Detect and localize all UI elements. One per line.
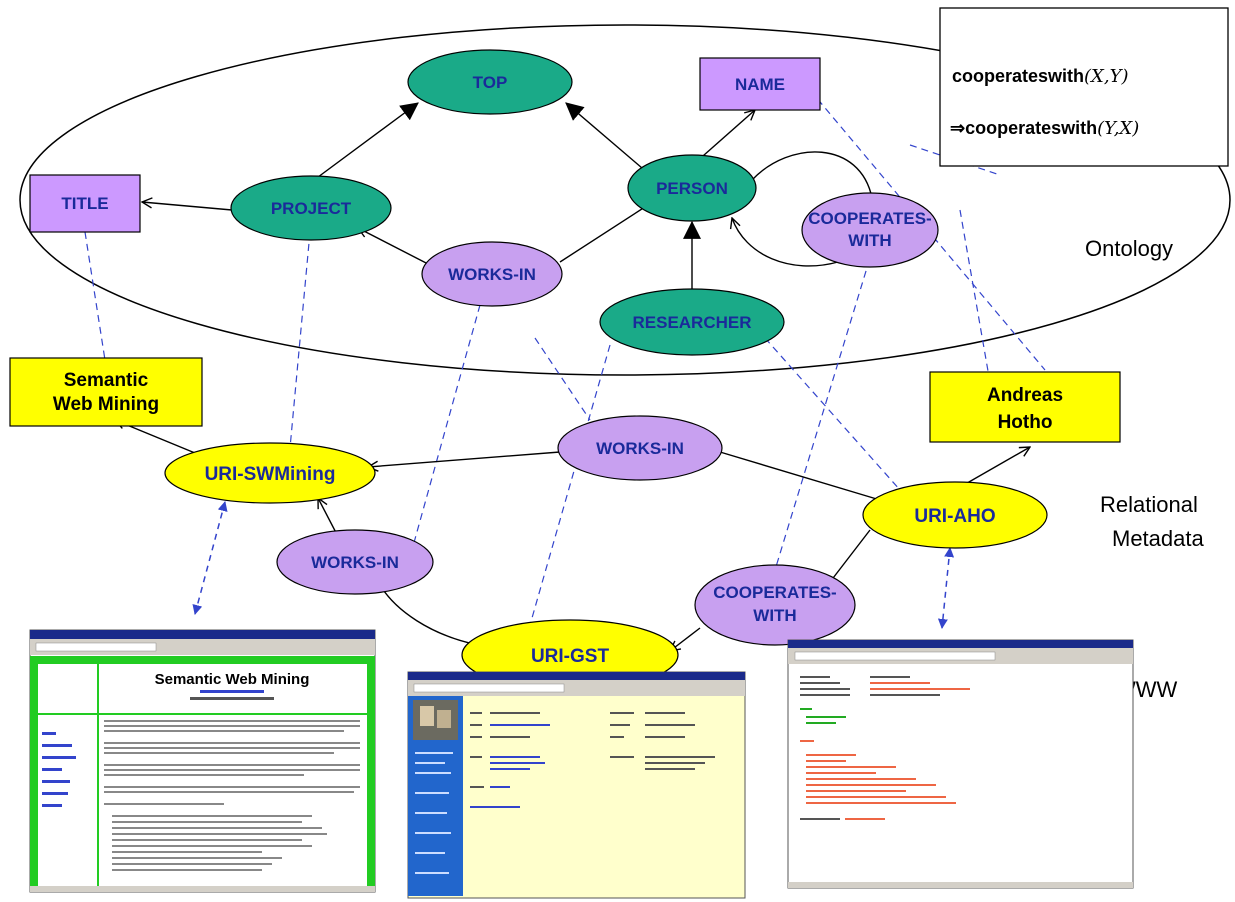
svg-text:WITH: WITH	[753, 606, 796, 625]
ontology-edges	[142, 102, 873, 298]
label-metadata: Metadata	[1112, 526, 1204, 551]
rule-line1-predicate: cooperateswith	[952, 66, 1084, 86]
edge-urigst-worksin2	[379, 584, 479, 646]
www-links	[192, 501, 955, 629]
node-name: NAME	[699, 57, 821, 111]
svg-text:PROJECT: PROJECT	[271, 199, 352, 218]
svg-text:NAME: NAME	[735, 75, 785, 94]
edge-cooperates-loop-out	[751, 151, 873, 199]
svg-text:TOP: TOP	[473, 73, 508, 92]
rule-box: cooperateswith(X,Y) ⇒cooperateswith(Y,X)	[939, 7, 1229, 167]
label-ontology: Ontology	[1085, 236, 1173, 261]
webpage-semantic-web-mining: Semantic Web Mining	[29, 629, 376, 893]
edge-person-top	[565, 102, 643, 169]
svg-text:⇒cooperateswith(Y,X): ⇒cooperateswith(Y,X)	[950, 118, 1139, 139]
edge-worksin1-uriswm	[368, 451, 561, 467]
edge-worksin-person	[559, 204, 649, 263]
svg-text:Semantic: Semantic	[64, 370, 149, 391]
svg-text:COOPERATES-: COOPERATES-	[713, 583, 836, 602]
svg-text:WITH: WITH	[848, 231, 891, 250]
svg-text:URI-GST: URI-GST	[531, 646, 610, 667]
edge-worksin-project	[358, 228, 431, 266]
webpage-swm-title: Semantic Web Mining	[155, 671, 310, 688]
svg-text:URI-SWMining: URI-SWMining	[205, 464, 336, 485]
node-cooperates-with-ontology: COOPERATES- WITH	[801, 192, 939, 268]
edge-cooperates-loop-in	[732, 218, 839, 267]
svg-text:PERSON: PERSON	[656, 179, 728, 198]
node-works-in-ontology: WORKS-IN	[421, 241, 563, 307]
svg-text:Hotho: Hotho	[998, 412, 1053, 433]
svg-text:WORKS-IN: WORKS-IN	[311, 553, 399, 572]
webpage-person-gst	[407, 671, 746, 899]
edge-person-name	[694, 110, 755, 164]
edge-uriaho-cooperates	[829, 529, 871, 583]
svg-text:WORKS-IN: WORKS-IN	[448, 265, 536, 284]
edge-project-title	[142, 202, 233, 211]
node-works-in-metadata-bottom: WORKS-IN	[276, 529, 434, 595]
rule-line1-args: (X,Y)	[1084, 66, 1128, 87]
literal-semantic-web-mining: Semantic Web Mining	[9, 357, 203, 427]
svg-text:WORKS-IN: WORKS-IN	[596, 439, 684, 458]
node-works-in-metadata-top: WORKS-IN	[557, 415, 723, 481]
svg-text:TITLE: TITLE	[61, 194, 108, 213]
rule-implies: ⇒	[950, 118, 965, 138]
svg-text:cooperateswith(X,Y): cooperateswith(X,Y)	[952, 66, 1129, 87]
node-uri-swmining: URI-SWMining	[164, 442, 376, 504]
svg-text:Web Mining: Web Mining	[53, 394, 159, 415]
node-researcher: RESEARCHER	[599, 288, 785, 356]
edge-uriaho-worksin1	[719, 451, 881, 501]
ontology-boundary	[19, 24, 1231, 376]
webpage-person-aho	[787, 639, 1134, 889]
node-person: PERSON	[627, 154, 757, 222]
node-uri-aho: URI-AHO	[862, 481, 1048, 549]
svg-text:RESEARCHER: RESEARCHER	[632, 313, 751, 332]
rule-line2-predicate: cooperateswith	[965, 118, 1097, 138]
svg-text:URI-AHO: URI-AHO	[914, 506, 995, 527]
rule-line2-args: (Y,X)	[1097, 118, 1139, 139]
svg-text:Andreas: Andreas	[987, 385, 1063, 406]
node-cooperates-with-metadata: COOPERATES- WITH	[694, 564, 856, 646]
node-project: PROJECT	[230, 175, 392, 241]
link-aho-page	[937, 547, 955, 629]
link-swm-page	[192, 501, 228, 615]
node-title: TITLE	[29, 174, 141, 233]
node-top: TOP	[407, 49, 573, 115]
label-relational: Relational	[1100, 492, 1198, 517]
literal-andreas-hotho: Andreas Hotho	[929, 371, 1121, 443]
dashed-mapping-lines	[84, 89, 1046, 626]
svg-text:COOPERATES-: COOPERATES-	[808, 209, 931, 228]
edge-project-top	[309, 102, 419, 184]
